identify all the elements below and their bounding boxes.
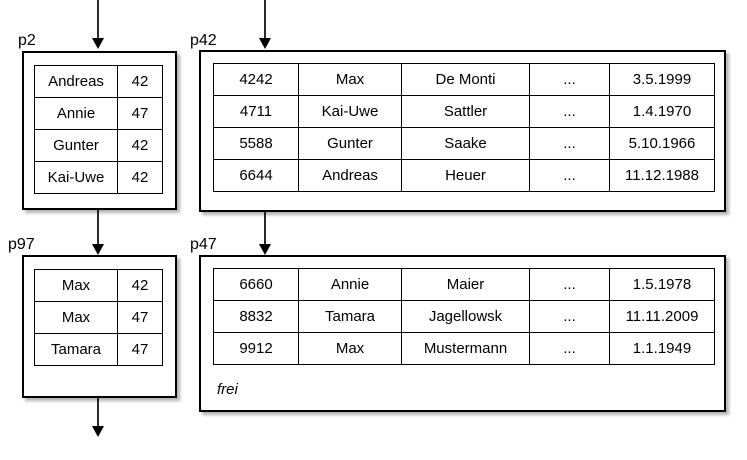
cell-pointer: 42 [117, 65, 163, 98]
cell-date: 1.1.1949 [609, 332, 715, 365]
cell-more: ... [529, 300, 610, 333]
table-row[interactable]: 6644 Andreas Heuer ... 11.12.1988 [213, 159, 715, 192]
cell-more: ... [529, 332, 610, 365]
cell-date: 5.10.1966 [609, 127, 715, 160]
cell-pointer: 47 [117, 97, 163, 130]
cell-last: Mustermann [401, 332, 530, 365]
arrow-into-p42-head [259, 38, 271, 49]
cell-key: 6660 [213, 268, 299, 301]
arrow-into-p42-shaft [264, 0, 266, 38]
table-row[interactable]: Gunter 42 [34, 129, 163, 162]
table-row[interactable]: 4242 Max De Monti ... 3.5.1999 [213, 63, 715, 96]
cell-last: De Monti [401, 63, 530, 96]
cell-first: Andreas [298, 159, 402, 192]
page-label-p47: p47 [190, 236, 217, 253]
table-row[interactable]: 6660 Annie Maier ... 1.5.1978 [213, 268, 715, 301]
page-box-p47[interactable]: 6660 Annie Maier ... 1.5.1978 8832 Tamar… [199, 255, 726, 412]
page-box-p97[interactable]: Max 42 Max 47 Tamara 47 [22, 255, 177, 398]
cell-date: 1.5.1978 [609, 268, 715, 301]
cell-pointer: 47 [117, 301, 163, 334]
cell-last: Jagellowsk [401, 300, 530, 333]
page-label-p97: p97 [8, 236, 35, 253]
page-label-p42: p42 [190, 32, 217, 49]
cell-more: ... [529, 127, 610, 160]
cell-first: Max [298, 332, 402, 365]
cell-key: 4711 [213, 95, 299, 128]
arrow-p2-to-p97-head [92, 244, 104, 255]
cell-first: Annie [298, 268, 402, 301]
page-box-p2[interactable]: Andreas 42 Annie 47 Gunter 42 Kai-Uwe 42 [22, 51, 177, 210]
table-row[interactable]: Tamara 47 [34, 333, 163, 366]
cell-more: ... [529, 63, 610, 96]
cell-first: Kai-Uwe [298, 95, 402, 128]
table-row[interactable]: Andreas 42 [34, 65, 163, 98]
cell-pointer: 47 [117, 333, 163, 366]
cell-name: Kai-Uwe [34, 161, 118, 194]
cell-date: 11.11.2009 [609, 300, 715, 333]
cell-last: Sattler [401, 95, 530, 128]
record-table-p97: Max 42 Max 47 Tamara 47 [34, 269, 163, 366]
cell-date: 3.5.1999 [609, 63, 715, 96]
cell-last: Heuer [401, 159, 530, 192]
table-row[interactable]: Kai-Uwe 42 [34, 161, 163, 194]
cell-pointer: 42 [117, 269, 163, 302]
arrow-out-of-p97-head [92, 426, 104, 437]
cell-more: ... [529, 95, 610, 128]
cell-name: Gunter [34, 129, 118, 162]
cell-more: ... [529, 159, 610, 192]
table-row[interactable]: Max 42 [34, 269, 163, 302]
table-row[interactable]: 5588 Gunter Saake ... 5.10.1966 [213, 127, 715, 160]
record-table-p47: 6660 Annie Maier ... 1.5.1978 8832 Tamar… [213, 268, 715, 365]
cell-pointer: 42 [117, 161, 163, 194]
cell-key: 8832 [213, 300, 299, 333]
arrow-out-of-p97-shaft [97, 398, 99, 428]
table-row[interactable]: 4711 Kai-Uwe Sattler ... 1.4.1970 [213, 95, 715, 128]
cell-key: 4242 [213, 63, 299, 96]
cell-last: Saake [401, 127, 530, 160]
cell-key: 5588 [213, 127, 299, 160]
arrow-p2-to-p97-shaft [97, 210, 99, 244]
cell-name: Tamara [34, 333, 118, 366]
table-row[interactable]: 9912 Max Mustermann ... 1.1.1949 [213, 332, 715, 365]
arrow-into-p2-head [92, 38, 104, 49]
cell-name: Annie [34, 97, 118, 130]
cell-name: Max [34, 301, 118, 334]
table-row[interactable]: Annie 47 [34, 97, 163, 130]
record-table-p2: Andreas 42 Annie 47 Gunter 42 Kai-Uwe 42 [34, 65, 163, 194]
record-table-p42: 4242 Max De Monti ... 3.5.1999 4711 Kai-… [213, 63, 715, 192]
page-label-p2: p2 [18, 32, 36, 49]
cell-date: 11.12.1988 [609, 159, 715, 192]
free-space-label: frei [217, 381, 238, 398]
arrow-p42-to-p47-shaft [264, 212, 266, 244]
cell-more: ... [529, 268, 610, 301]
cell-key: 9912 [213, 332, 299, 365]
table-row[interactable]: Max 47 [34, 301, 163, 334]
arrow-p42-to-p47-head [259, 244, 271, 255]
page-box-p42[interactable]: 4242 Max De Monti ... 3.5.1999 4711 Kai-… [199, 50, 726, 212]
table-row[interactable]: 8832 Tamara Jagellowsk ... 11.11.2009 [213, 300, 715, 333]
arrow-into-p2-shaft [97, 0, 99, 38]
cell-first: Tamara [298, 300, 402, 333]
cell-first: Gunter [298, 127, 402, 160]
cell-first: Max [298, 63, 402, 96]
cell-key: 6644 [213, 159, 299, 192]
cell-name: Max [34, 269, 118, 302]
cell-pointer: 42 [117, 129, 163, 162]
cell-name: Andreas [34, 65, 118, 98]
cell-date: 1.4.1970 [609, 95, 715, 128]
cell-last: Maier [401, 268, 530, 301]
